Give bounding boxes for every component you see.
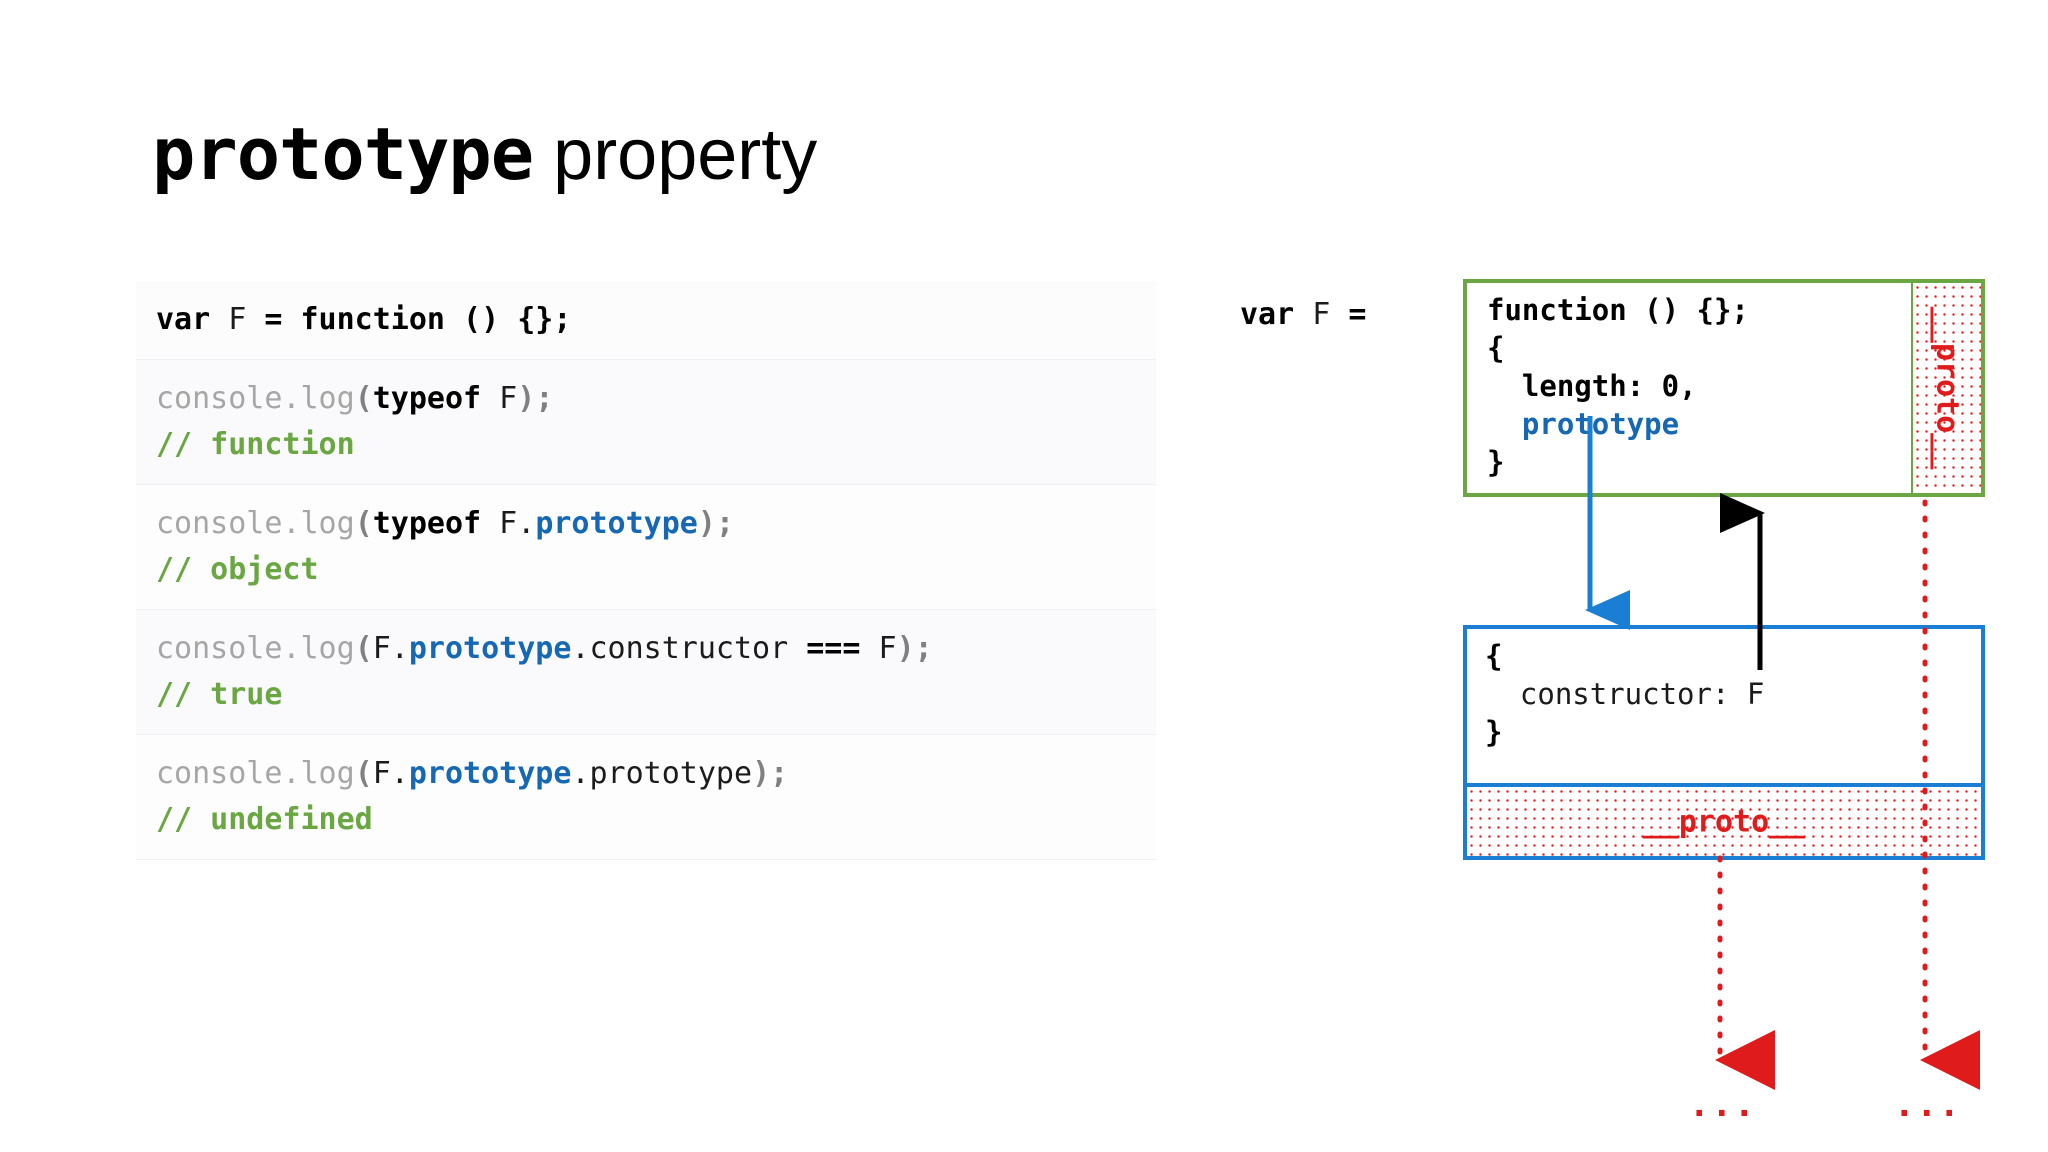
token-close-paren: ) [697, 506, 716, 541]
func-line-open-brace: { [1487, 331, 1505, 365]
proto-prop-constructor: constructor: F [1485, 677, 1765, 711]
token-open-paren: ( [354, 506, 373, 541]
token-prototype: prototype [408, 756, 572, 791]
token-semicolon: ; [715, 506, 734, 541]
code-block-prototype-prototype: console.log(F.prototype.prototype); // u… [136, 735, 1156, 860]
token-identifier-f: F. [372, 631, 409, 666]
token-console-log: console.log [156, 506, 355, 541]
token-comment: // undefined [156, 802, 373, 837]
label-identifier-f: F [1294, 297, 1349, 332]
token-close-paren: ) [752, 756, 771, 791]
code-block-declaration: var F = function () {}; [136, 281, 1156, 360]
token-semicolon: ; [914, 631, 933, 666]
token-comment: // true [156, 677, 283, 712]
token-keyword-var: var [156, 302, 211, 337]
token-identifier-f: F. [481, 506, 536, 541]
token-open-paren: ( [354, 381, 373, 416]
token-function-tail: () {}; [445, 302, 572, 337]
token-keyword-function: function [282, 302, 445, 337]
ellipsis-prototype-chain-right: ... [1894, 1085, 1962, 1125]
function-object-body: function () {}; { length: 0, prototype } [1467, 283, 1875, 493]
proto-line-open-brace: { [1485, 639, 1503, 673]
code-block-constructor-equals: console.log(F.prototype.constructor === … [136, 610, 1156, 735]
token-comment: // function [156, 427, 355, 462]
func-line-signature: function () {}; [1487, 293, 1749, 327]
token-console-log: console.log [156, 631, 355, 666]
code-line-comment: // function [156, 422, 1156, 468]
code-line: console.log(F.prototype.constructor === … [156, 626, 1156, 672]
token-identifier-f: F [210, 302, 265, 337]
token-semicolon: ; [770, 756, 789, 791]
token-member-constructor: .constructor [571, 631, 789, 666]
function-proto-slot: __proto__ [1911, 283, 1981, 493]
token-console-log: console.log [156, 381, 355, 416]
token-identifier-f: F [481, 381, 518, 416]
token-prototype: prototype [408, 631, 572, 666]
token-open-paren: ( [354, 631, 373, 666]
code-line-comment: // true [156, 672, 1156, 718]
func-prop-prototype: prototype [1487, 407, 1680, 441]
prototype-proto-slot-label: __proto__ [1642, 804, 1806, 839]
token-console-log: console.log [156, 756, 355, 791]
token-keyword-typeof: typeof [372, 506, 482, 541]
code-block-typeof-f: console.log(typeof F); // function [136, 360, 1156, 485]
token-operator-equals: = [264, 302, 283, 337]
function-proto-slot-label: __proto__ [1929, 306, 1965, 470]
label-keyword-var: var [1240, 297, 1295, 332]
func-prop-length-value: : 0, [1626, 369, 1697, 403]
token-operator-strict-equals: === [788, 631, 879, 666]
function-object-box: function () {}; { length: 0, prototype }… [1463, 279, 1985, 497]
object-graph-diagram: var F = function () {}; { length: 0, pro… [1180, 270, 2000, 1130]
token-identifier-f: F. [372, 756, 409, 791]
prototype-proto-slot: __proto__ [1467, 787, 1981, 856]
code-line-comment: // object [156, 547, 1156, 593]
code-line-comment: // undefined [156, 797, 1156, 843]
token-identifier-f2: F [878, 631, 897, 666]
page-title-mono: prototype [152, 112, 534, 196]
token-member-prototype: .prototype [571, 756, 753, 791]
proto-line-close-brace: } [1485, 715, 1503, 749]
token-close-paren: ) [517, 381, 536, 416]
prototype-object-body: { constructor: F } [1467, 629, 1981, 787]
code-line: console.log(typeof F); [156, 376, 1156, 422]
page-title-sans: property [533, 115, 818, 195]
code-line: var F = function () {}; [156, 297, 1156, 343]
code-line: console.log(F.prototype.prototype); [156, 751, 1156, 797]
prototype-object-box: { constructor: F } __proto__ [1463, 625, 1985, 860]
ellipsis-prototype-chain-left: ... [1689, 1085, 1757, 1125]
token-keyword-typeof: typeof [372, 381, 482, 416]
label-operator-equals: = [1348, 297, 1367, 332]
func-line-close-brace: } [1487, 445, 1505, 479]
token-comment: // object [156, 552, 319, 587]
code-panel: var F = function () {}; console.log(type… [136, 281, 1156, 860]
page-title: prototype property [152, 118, 817, 191]
token-semicolon: ; [535, 381, 554, 416]
token-close-paren: ) [896, 631, 915, 666]
diagram-assignment-label: var F = [1240, 297, 1366, 332]
code-block-typeof-f-prototype: console.log(typeof F.prototype); // obje… [136, 485, 1156, 610]
func-prop-length-key: length [1487, 369, 1627, 403]
code-line: console.log(typeof F.prototype); [156, 501, 1156, 547]
token-open-paren: ( [354, 756, 373, 791]
token-prototype: prototype [535, 506, 698, 541]
